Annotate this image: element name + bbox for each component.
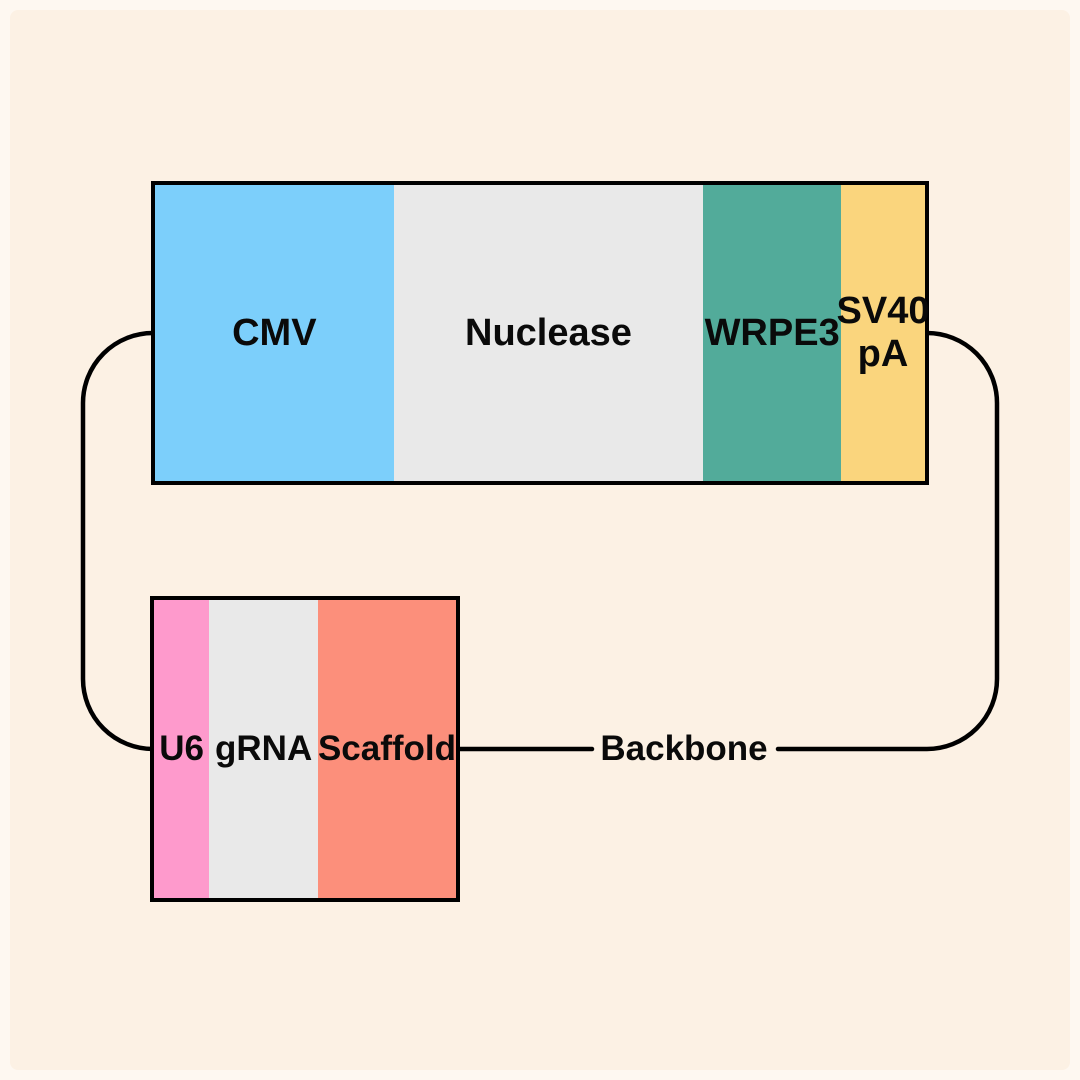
backbone-label: Backbone bbox=[600, 729, 768, 768]
segment-sv40-pa: SV40 pA bbox=[837, 185, 930, 481]
segment-cmv-label: CMV bbox=[232, 311, 317, 354]
segment-sv40-pa-label-line1: SV40 bbox=[836, 290, 930, 333]
segment-nuclease: Nuclease bbox=[393, 185, 704, 481]
segment-sv40-pa-label-line2: pA bbox=[857, 333, 909, 375]
segment-grna: gRNA bbox=[209, 600, 318, 898]
right-connector-line bbox=[775, 330, 1000, 752]
segment-u6-label: U6 bbox=[159, 729, 204, 769]
left-connector-line bbox=[80, 330, 156, 752]
grna-cassette-bar: U6 gRNA Scaffold bbox=[150, 596, 460, 902]
segment-cmv: CMV bbox=[155, 185, 394, 481]
segment-scaffold-label: Scaffold bbox=[317, 729, 457, 769]
expression-cassette-bar: CMV Nuclease WRPE3 SV40 pA bbox=[151, 181, 930, 485]
segment-scaffold: Scaffold bbox=[318, 600, 456, 898]
segment-wrpe3: WRPE3 bbox=[703, 185, 842, 481]
segment-wrpe3-label: WRPE3 bbox=[704, 311, 840, 354]
segment-nuclease-label: Nuclease bbox=[465, 311, 632, 354]
segment-grna-label: gRNA bbox=[215, 729, 313, 769]
segment-u6: U6 bbox=[154, 600, 210, 898]
